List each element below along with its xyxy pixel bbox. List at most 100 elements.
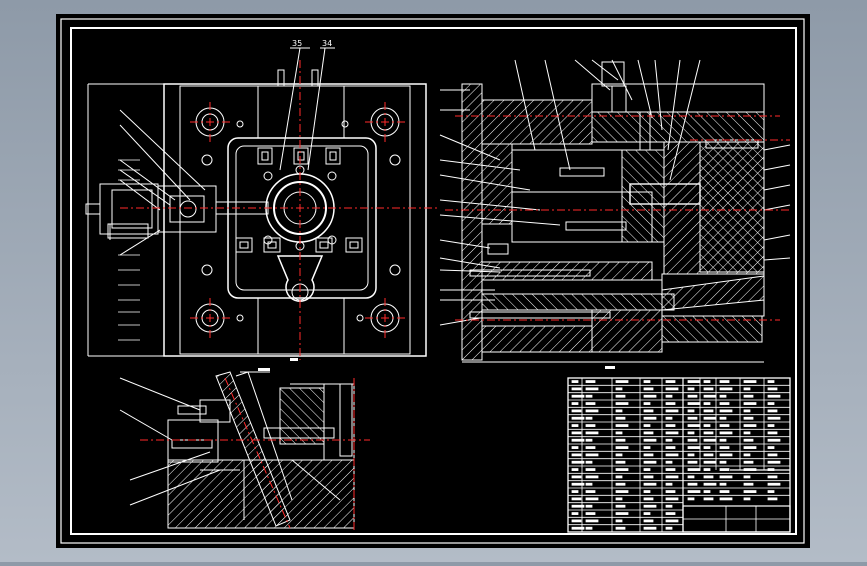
title-block-glyph [615,490,629,493]
title-block-glyph [643,394,657,398]
title-block-glyph [743,490,757,493]
title-block-glyph [687,402,701,405]
title-block-glyph [615,504,626,508]
title-block-glyph [585,453,599,457]
title-block-glyph [571,497,582,501]
title-block-glyph [571,446,579,449]
title-block-glyph [767,424,775,427]
title-block-glyph [665,497,679,501]
title-block-glyph [767,409,778,413]
title-block-glyph [703,490,711,493]
title-block-glyph [585,504,593,508]
title-block-glyph [665,490,676,493]
title-block-glyph [743,453,751,457]
title-block-glyph [703,416,717,420]
title-block-glyph [687,416,698,420]
mold-base-plate [163,83,427,357]
title-block-glyph [703,387,714,391]
title-block-glyph [665,387,679,391]
title-block-glyph [665,380,676,383]
title-block-glyph [767,431,778,435]
title-block-glyph [585,431,599,435]
title-block-glyph [571,482,585,486]
title-block-glyph [643,402,651,405]
title-block-glyph [719,402,730,405]
title-block-glyph [585,526,593,530]
title-block-glyph [585,497,599,501]
title-block-glyph [571,438,585,442]
title-block-glyph [615,497,623,501]
title-block-glyph [665,504,673,508]
title-block-glyph [703,468,711,471]
title-block-glyph [703,482,717,486]
title-block-glyph [687,460,698,464]
title-block-glyph [585,460,593,464]
title-block-glyph [571,409,582,413]
title-block-glyph [585,468,596,471]
part-numbers-left [118,159,140,341]
title-block-glyph [687,497,695,501]
title-block-glyph [643,526,657,530]
title-block-glyph [615,482,626,486]
inner-frame [70,27,797,535]
title-block-glyph [687,438,698,442]
title-block-glyph [571,394,585,398]
title-block-glyph [665,438,673,442]
title-block-glyph [687,482,698,486]
title-block-glyph [571,468,579,471]
title-block-glyph [719,380,730,383]
title-block-glyph [643,468,651,471]
title-block-glyph [719,424,730,427]
title-block-glyph [665,409,679,413]
title-block-glyph [585,475,599,479]
title-block-glyph [615,402,629,405]
title-block-glyph [687,387,695,391]
title-block-glyph [719,490,730,493]
title-block-glyph [767,394,781,398]
title-block-glyph [687,468,701,471]
title-block-glyph [703,460,717,464]
title-block-glyph [615,424,629,427]
title-block-glyph [615,431,623,435]
title-block-glyph [643,504,657,508]
title-block-glyph [643,431,654,435]
detail-view [119,371,355,529]
title-block-glyph [665,402,676,405]
title-block-glyph [665,460,673,464]
title-block-glyph [719,453,733,457]
title-block-glyph [687,424,701,427]
title-block-glyph [643,475,654,479]
title-block-glyph [665,468,676,471]
section-centerlines [445,115,790,321]
title-block-glyph [643,387,654,391]
title-block-glyph [665,416,673,420]
title-block-glyph [719,497,733,501]
title-block-glyph [585,380,596,383]
title-block-glyph [615,519,623,523]
callout-35: 35 [292,39,302,48]
title-block-glyph [687,394,698,398]
title-block-glyph [743,394,754,398]
title-block-glyph [719,409,733,413]
title-block-glyph [703,402,711,405]
title-block-glyph [719,416,727,420]
title-block-glyph [767,380,775,383]
title-block-glyph [615,526,626,530]
title-block-glyph [615,475,623,479]
title-block-glyph [643,490,651,493]
cavity-plate [227,137,377,299]
title-block-glyph [571,512,579,515]
title-block-glyph [571,416,585,420]
title-block-glyph [743,438,754,442]
title-block-glyph [743,402,757,405]
title-block-glyph [743,416,754,420]
title-block-glyph [767,446,775,449]
title-block-glyph [571,475,582,479]
title-block-glyph [703,475,714,479]
title-block-glyph [571,460,585,464]
title-block-glyph [643,409,654,413]
title-block-glyph [571,387,582,391]
title-block-glyph [687,453,695,457]
title-block-glyph [665,475,679,479]
